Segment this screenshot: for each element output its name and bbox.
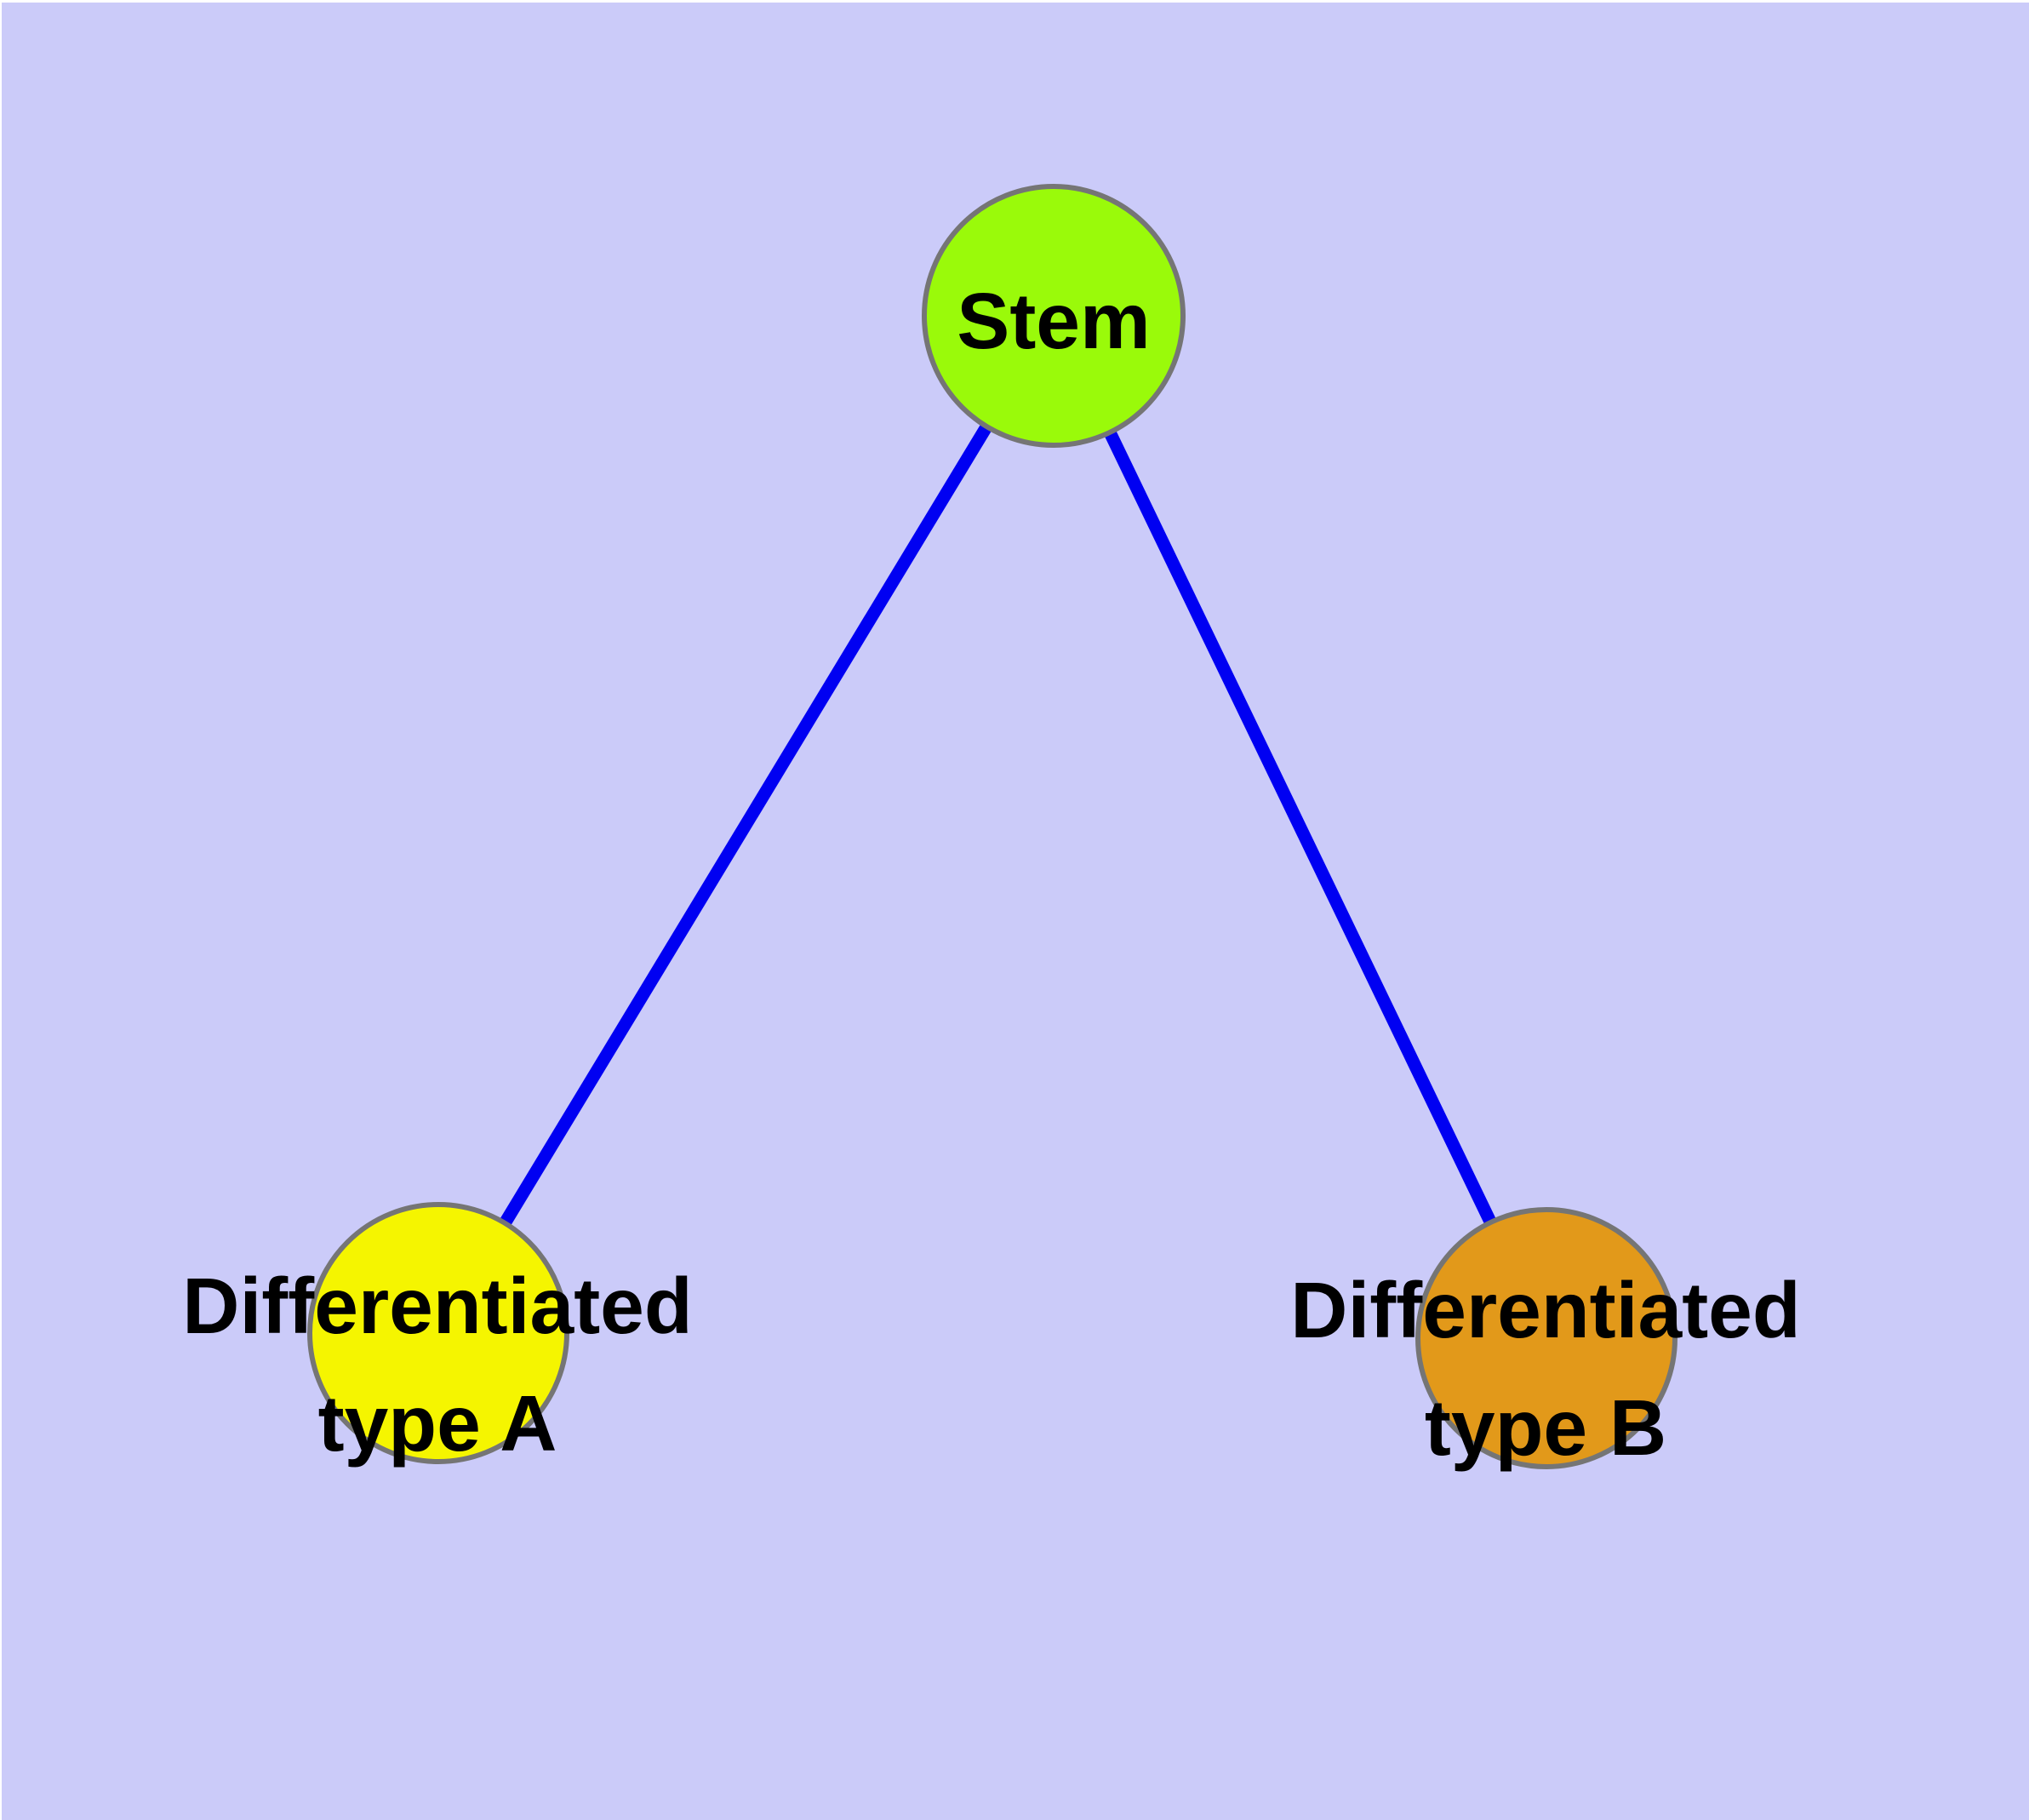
stem-node-circle — [922, 184, 1186, 448]
edge-stem-to-type-b — [1048, 312, 1552, 1342]
differentiated-type-a-node-circle — [307, 1202, 569, 1464]
stem-label-text: Stem — [957, 277, 1151, 365]
type-a-label-line1: Differentiated — [182, 1262, 693, 1350]
type-b-label-line2: type B — [1424, 1383, 1667, 1472]
stem-node-label: Stem — [957, 262, 1150, 380]
differentiated-type-b-node-circle — [1415, 1207, 1677, 1469]
edge-stem-to-type-a — [432, 312, 1060, 1336]
type-a-label-line2: type A — [317, 1379, 557, 1468]
differentiated-type-a-node-label: Differentiated type A — [182, 1247, 692, 1482]
type-b-label-line1: Differentiated — [1290, 1266, 1801, 1354]
differentiated-type-b-node-label: Differentiated type B — [1290, 1251, 1800, 1486]
